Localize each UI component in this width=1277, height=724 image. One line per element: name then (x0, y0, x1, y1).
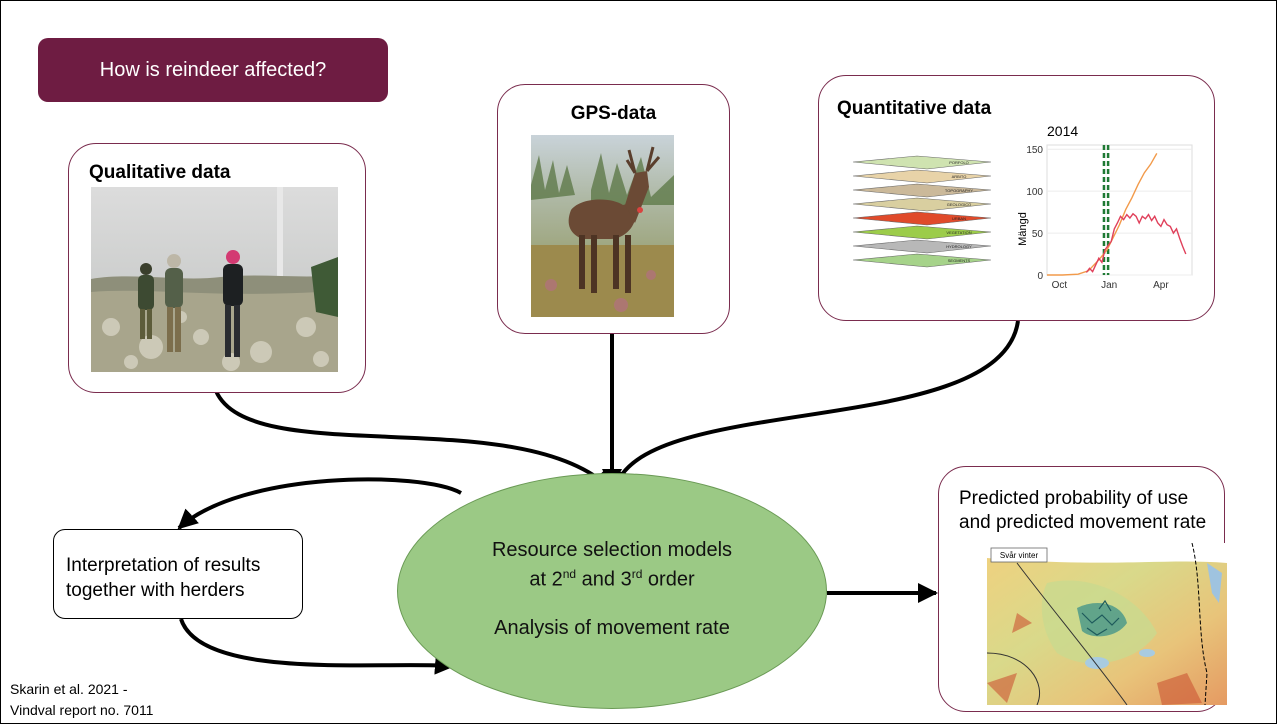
reindeer-photo-icon (531, 135, 674, 317)
chart-ytick-label: 100 (1026, 187, 1043, 198)
center-line1: Resource selection models (491, 539, 733, 561)
people-in-field-photo-icon (91, 187, 338, 372)
gis-layer-label: URBAN (952, 216, 966, 221)
gis-layer-label: ARBITO (952, 174, 967, 179)
qualitative-title: Qualitative data (89, 162, 231, 183)
gps-title: GPS-data (570, 103, 657, 124)
gis-layer (852, 225, 992, 240)
citation-line1: Skarin et al. 2021 - (10, 681, 128, 697)
prediction-card: Predicted probability of use and predict… (938, 466, 1227, 712)
title-badge: How is reindeer affected? (38, 38, 388, 102)
arrow-quantitative-to-center (610, 320, 1020, 491)
gis-layer (852, 169, 992, 184)
gis-layer-label: PORFOLO (949, 160, 969, 165)
interpretation-line1: Interpretation of results (66, 555, 261, 576)
chart-title: 2014 (1047, 123, 1078, 139)
qualitative-card: Qualitative data (68, 143, 366, 393)
citation: Skarin et al. 2021 - Vindval report no. … (10, 679, 153, 721)
gis-layer (852, 253, 992, 268)
quantitative-title: Quantitative data (837, 98, 992, 119)
gis-layer (852, 197, 992, 212)
chart-series-line-2 (1085, 212, 1187, 273)
prediction-text: Predicted probability of use and predict… (959, 487, 1206, 535)
chart-ylabel: Mängd (1017, 212, 1029, 246)
interpretation-line2: together with herders (66, 580, 245, 601)
center-line3: Analysis of movement rate (494, 616, 730, 639)
arrow-qualitative-to-center (214, 390, 613, 491)
chart-ytick-label: 150 (1026, 145, 1043, 156)
gis-layer (852, 183, 992, 198)
center-sup-rd: rd (631, 567, 643, 581)
gps-card: GPS-data (497, 84, 730, 334)
chart-series-line-1 (1047, 153, 1158, 276)
arrow-center-to-interpretation (177, 477, 462, 530)
gis-layer (852, 211, 992, 226)
center-line2-mid: and 3 (576, 568, 632, 591)
gis-layer (852, 155, 992, 170)
citation-line2: Vindval report no. 7011 (10, 702, 154, 718)
probability-map-icon: Svår vinter (987, 543, 1227, 705)
gis-layer-label: SEGMENTS (948, 258, 971, 263)
interpretation-box: Interpretation of results together with … (53, 529, 303, 619)
prediction-line1: Predicted probability of use (959, 488, 1189, 509)
center-ellipse (397, 473, 827, 709)
center-line2: at 2nd and 3rd order (397, 562, 827, 592)
gis-layer-stack-icon: PORFOLO ARBITO TOPOGRAPHY GEOLOGICO URBAN VEG… (852, 155, 992, 268)
center-line2-post: order (642, 568, 695, 591)
gis-layer-label: GEOLOGICO (947, 202, 971, 207)
map-label: Svår vinter (1000, 551, 1039, 560)
gis-layer-label: HYDROLOGY (946, 244, 972, 249)
chart-xtick-label: Jan (1101, 280, 1117, 291)
chart-plot-area (1046, 144, 1193, 276)
chart-xtick-label: Oct (1052, 280, 1068, 291)
line-chart: 2014 0 50 100 150 Oct Jan Apr Mängd (1017, 123, 1193, 291)
center-text: Resource selection models at 2nd and 3rd… (397, 538, 827, 640)
gis-layer-label: TOPOGRAPHY (945, 188, 973, 193)
center-line2-pre: at 2 (529, 568, 563, 591)
quantitative-card: Quantitative data PORFOLO ARBITO TOPOGRAPH… (818, 75, 1215, 321)
title-badge-text: How is reindeer affected? (99, 58, 327, 81)
chart-ytick-label: 50 (1032, 229, 1044, 240)
chart-ytick-label: 0 (1037, 271, 1043, 282)
chart-xtick-label: Apr (1153, 280, 1169, 291)
prediction-line2: and predicted movement rate (959, 512, 1207, 533)
gis-layer-label: VEGETATION (946, 230, 971, 235)
gis-layer (852, 239, 992, 254)
arrow-interpretation-to-center (179, 618, 455, 675)
center-sup-nd: nd (562, 567, 577, 581)
